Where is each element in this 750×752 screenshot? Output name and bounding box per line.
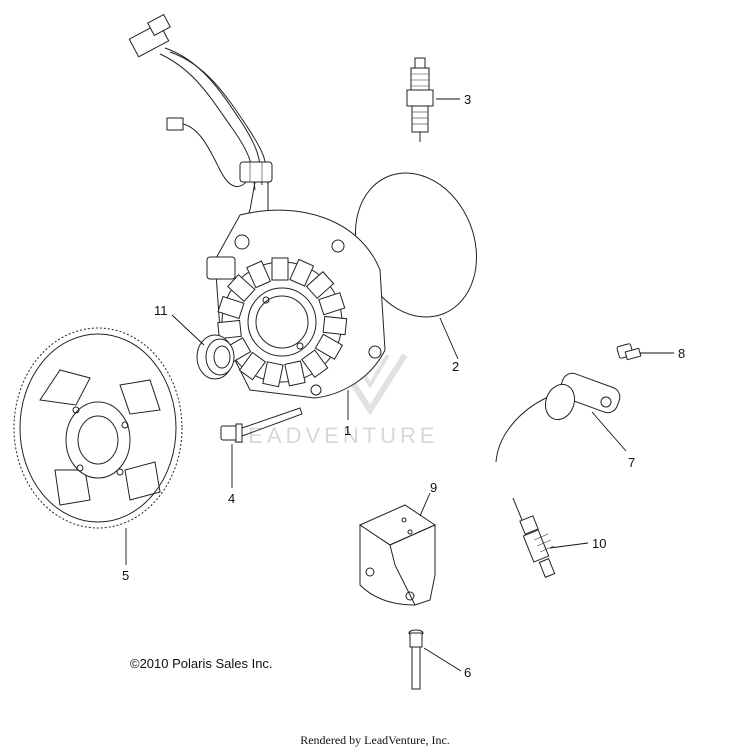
- small-screw[interactable]: [616, 343, 642, 361]
- rivet[interactable]: [408, 629, 424, 690]
- callout-9[interactable]: 9: [430, 480, 437, 495]
- speed-sensor[interactable]: [495, 371, 623, 463]
- callout-4[interactable]: 4: [228, 491, 235, 506]
- callout-6[interactable]: 6: [464, 665, 471, 680]
- flywheel-bolt[interactable]: [220, 407, 303, 443]
- temperature-sensor[interactable]: [512, 497, 556, 578]
- callout-10[interactable]: 10: [592, 536, 606, 551]
- spark-plug[interactable]: [406, 57, 434, 142]
- callout-7[interactable]: 7: [628, 455, 635, 470]
- rendered-by-footer: Rendered by LeadVenture, Inc.: [300, 733, 450, 747]
- leader-lines: [125, 98, 674, 672]
- copyright-notice: ©2010 Polaris Sales Inc.: [130, 656, 273, 671]
- mounting-bracket[interactable]: [358, 504, 437, 606]
- oil-seal[interactable]: [196, 334, 235, 380]
- callout-labels: 1 2 3 4 5 6 7 8 9 10 11: [122, 92, 685, 680]
- callout-8[interactable]: 8: [678, 346, 685, 361]
- stator-coils: [217, 257, 348, 388]
- stator-assembly[interactable]: [206, 209, 386, 399]
- callout-11[interactable]: 11: [154, 303, 168, 318]
- watermark-text: LEADVENTURE: [232, 423, 439, 448]
- flywheel[interactable]: [13, 327, 183, 529]
- callout-2[interactable]: 2: [452, 359, 459, 374]
- callout-3[interactable]: 3: [464, 92, 471, 107]
- callout-1[interactable]: 1: [344, 423, 351, 438]
- stator-wiring-harness[interactable]: [128, 13, 273, 223]
- callout-5[interactable]: 5: [122, 568, 129, 583]
